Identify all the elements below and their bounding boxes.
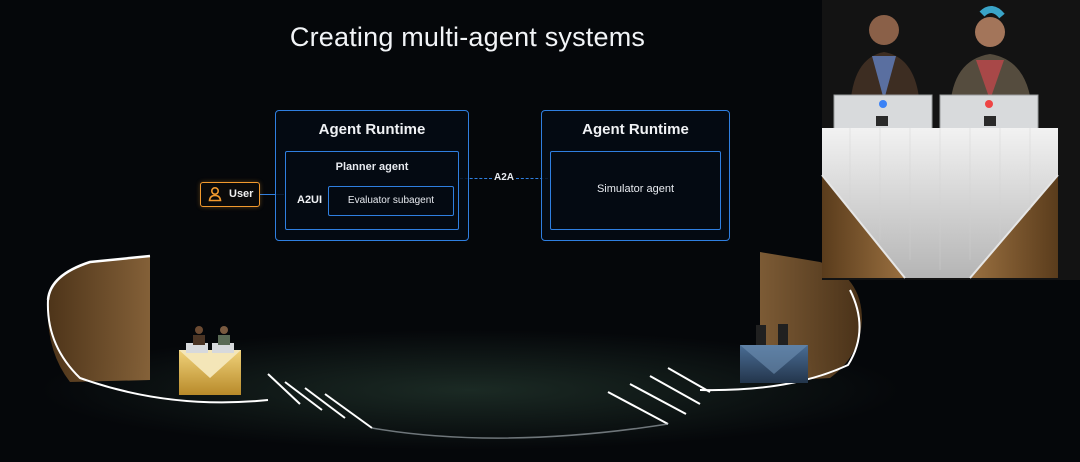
a2a-label: A2A — [494, 172, 515, 183]
stage-floor — [40, 330, 900, 450]
stage-front-edge — [371, 423, 669, 439]
evaluator-subagent-label: Evaluator subagent — [347, 195, 435, 206]
presenter-video-panel — [821, 0, 1080, 280]
user-connector-line — [260, 194, 284, 195]
simulator-agent-label: Simulator agent — [596, 183, 675, 195]
right-runtime-title: Agent Runtime — [582, 121, 689, 138]
evaluator-subagent-box: Evaluator subagent — [328, 186, 454, 216]
left-wall-trim — [46, 254, 151, 301]
planner-agent-box: Planner agent Evaluator subagent — [285, 151, 459, 230]
left-stairs — [267, 373, 373, 429]
right-podium — [740, 324, 808, 383]
a2a-connector-right — [516, 178, 548, 179]
right-floor-trim — [699, 289, 861, 392]
left-floor-trim — [46, 299, 269, 404]
planner-agent-label: Planner agent — [335, 161, 409, 173]
user-node: User — [200, 182, 260, 207]
left-runtime-title: Agent Runtime — [318, 121, 426, 138]
left-agent-runtime: Agent Runtime Planner agent Evaluator su… — [275, 110, 469, 241]
simulator-agent-box: Simulator agent — [550, 151, 721, 230]
cloud-logo-icon — [879, 100, 887, 108]
left-podium — [179, 326, 241, 395]
left-wood-wall — [47, 256, 150, 382]
person-icon — [208, 186, 222, 202]
slide-title: Creating multi-agent systems — [289, 22, 646, 52]
user-label: User — [229, 188, 254, 200]
a2a-connector-left — [460, 178, 492, 179]
cloud-logo-icon — [985, 100, 993, 108]
right-stairs — [607, 367, 711, 425]
a2ui-label: A2UI — [297, 194, 323, 206]
right-agent-runtime: Agent Runtime Simulator agent — [541, 110, 730, 241]
